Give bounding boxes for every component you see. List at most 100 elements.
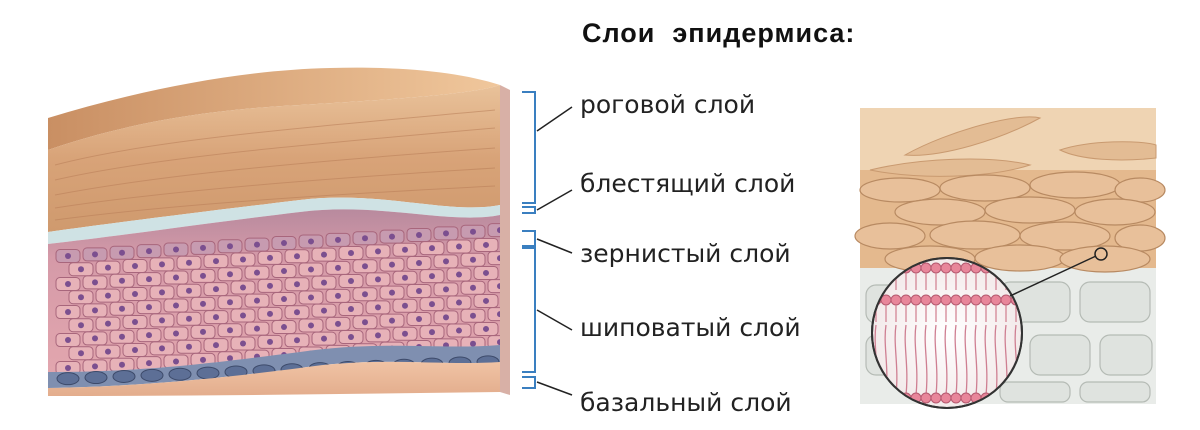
cell-nucleus [132,319,138,325]
cell-nucleus [456,271,462,278]
cell-nucleus [510,268,516,274]
cell-nucleus [348,278,354,285]
cell-nucleus [213,314,219,321]
cell-nucleus [497,227,500,234]
leader-basale [536,381,573,396]
cell-nucleus [497,311,500,318]
cell-nucleus [510,324,516,330]
granular-cells [854,171,1166,273]
cell-nucleus [78,294,84,301]
keratinocyte [487,279,500,294]
skin-block-illustration [48,67,516,396]
cell-nucleus [173,246,179,253]
cell-nucleus [200,244,206,251]
cell-nucleus [146,360,152,367]
cell-nucleus [254,325,260,332]
stratum-lucidum-region [48,197,500,244]
cell-nucleus [240,312,246,319]
keratinocyte [487,223,500,238]
lipid-head [930,392,942,404]
lipid-head [960,294,972,306]
cell-nucleus [308,322,314,329]
lipid-head [960,262,972,274]
cell-nucleus [92,251,98,258]
cell-nucleus [335,236,341,243]
keratinocyte [487,251,500,266]
leader-granulosum [536,238,573,254]
label-stratum-corneum: роговой слой [580,90,756,119]
cell-nucleus [200,272,206,279]
cell-nucleus [240,284,246,291]
lipid-tail [944,324,948,396]
cell-nucleus [146,304,152,311]
cell-nucleus [119,361,125,368]
lipid-tail [984,324,988,396]
cell-closeup-illustration [854,108,1166,409]
cell-nucleus [227,327,233,334]
leader-spinosum [536,309,573,331]
cell-nucleus [321,307,327,314]
lipid-head [940,392,952,404]
cell-nucleus [159,261,165,268]
cell-nucleus [362,263,368,270]
cell-nucleus [389,261,395,268]
cell-nucleus [186,315,192,322]
cell-nucleus [132,347,138,353]
cell-nucleus [254,297,260,304]
cell-nucleus [78,350,84,357]
keratinocyte-cells [55,223,516,376]
lipid-tail [994,324,998,396]
basal-cell [56,372,80,386]
cell-nucleus [375,332,381,339]
lipid-head [950,262,962,274]
cell-nucleus [443,230,449,237]
cell-nucleus [402,302,408,309]
lipid-head [920,392,932,404]
cell-nucleus [132,263,138,269]
cell-nucleus [416,287,422,294]
cell-nucleus [132,291,138,297]
cell-nucleus [335,292,341,299]
lipid-head [900,294,912,306]
cell-nucleus [240,256,246,263]
cell-nucleus [348,334,354,341]
cell-nucleus [294,281,300,288]
cell-nucleus [321,251,327,258]
lipid-tail [964,324,968,396]
bracket-lucidum [522,206,536,214]
lipid-head [980,294,992,306]
cell-nucleus [402,274,408,281]
cell-nucleus [443,314,449,321]
lipid-tail [914,324,918,396]
basal-cell [84,371,108,385]
cell-nucleus [510,296,516,302]
leader-corneum [536,106,573,132]
cell-nucleus [483,325,489,332]
cell-nucleus [470,340,476,347]
cell-nucleus [281,324,287,331]
lipid-head [950,392,962,404]
flattened-cells [869,116,1157,177]
cell-nucleus [267,254,273,261]
cell-nucleus [227,243,233,250]
lipid-head [930,262,942,274]
cell-nucleus [119,277,125,284]
lipid-head [950,294,962,306]
label-stratum-granulosum: зернистый слой [580,239,791,268]
layer-brackets [522,91,536,389]
lipid-tail [904,324,908,396]
cell-nucleus [443,286,449,293]
block-top-surface [48,67,500,150]
cell-nucleus [92,307,98,314]
lipid-tail [894,324,898,396]
bracket-basale [522,376,536,389]
cell-nucleus [65,337,71,344]
cell-nucleus [213,286,219,293]
lipid-head [940,294,952,306]
leader-lucidum [536,189,573,211]
lipid-head [920,294,932,306]
cell-nucleus [105,320,111,327]
cell-nucleus [308,294,314,301]
cell-nucleus [375,304,381,311]
